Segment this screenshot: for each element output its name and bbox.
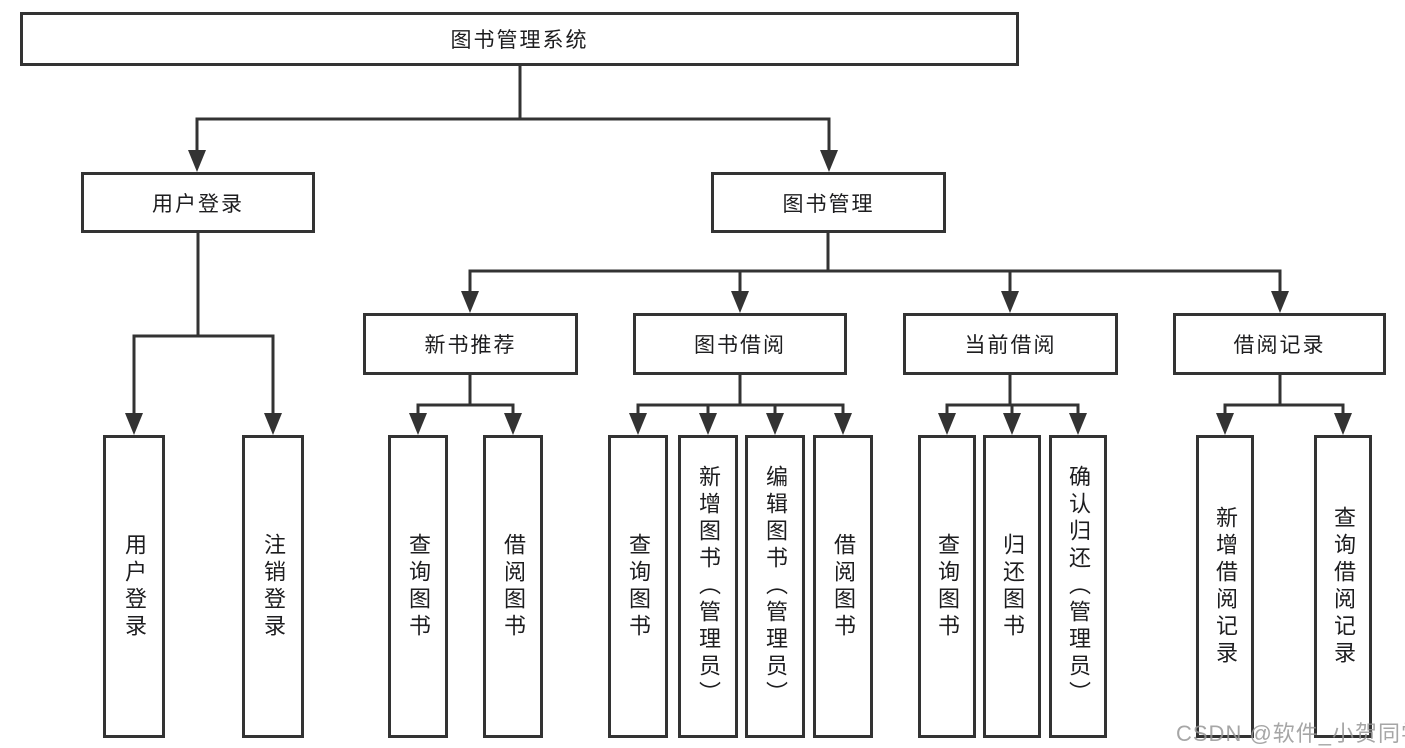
arrowhead [629,413,647,435]
connector-borrow-records-to-leaves [1216,374,1352,435]
leaf-add-book-admin: 新增图书（管理员） [678,435,738,738]
leaf-borrow-books-label: 借阅图书 [831,532,856,641]
arrowhead [938,413,956,435]
arrowhead [1216,413,1234,435]
leaf-query-books-borrow-label: 查询图书 [626,532,651,641]
arrowhead [1069,413,1087,435]
node-current-borrow-label: 当前借阅 [964,334,1057,357]
leaf-query-books-recommend: 查询图书 [388,435,448,738]
leaf-query-books-current-label: 查询图书 [935,532,960,641]
leaf-edit-book-admin-label: 编辑图书（管理员） [763,465,788,708]
leaf-add-borrow-record: 新增借阅记录 [1196,435,1254,738]
node-root: 图书管理系统 [20,12,1019,66]
node-user-login: 用户登录 [81,172,315,233]
node-current-borrow: 当前借阅 [903,313,1118,375]
connector-book-management-to-groups [461,231,1289,313]
arrowhead [699,413,717,435]
arrowhead [766,413,784,435]
leaf-return-book: 归还图书 [983,435,1041,738]
leaf-user-login-label: 用户登录 [122,532,147,641]
node-new-book-recommend-label: 新书推荐 [424,334,517,357]
connector-new-book-recommend-to-leaves [409,374,522,435]
leaf-confirm-return-admin: 确认归还（管理员） [1049,435,1107,738]
leaf-borrow-books-recommend: 借阅图书 [483,435,543,738]
leaf-logout-label: 注销登录 [261,532,286,641]
arrowhead [409,413,427,435]
leaf-query-books-borrow: 查询图书 [608,435,668,738]
arrowhead [188,150,206,172]
leaf-logout: 注销登录 [242,435,304,738]
arrowhead [461,291,479,313]
node-book-borrow-label: 图书借阅 [694,334,786,357]
leaf-borrow-books-recommend-label: 借阅图书 [501,532,526,641]
arrowhead [1003,413,1021,435]
node-root-label: 图书管理系统 [450,29,589,52]
leaf-confirm-return-admin-label: 确认归还（管理员） [1066,465,1091,708]
arrowhead [1334,413,1352,435]
arrowhead [125,413,143,435]
node-new-book-recommend: 新书推荐 [363,313,578,375]
leaf-add-borrow-record-label: 新增借阅记录 [1213,505,1238,668]
node-borrow-records: 借阅记录 [1173,313,1386,375]
connector-user-login-to-leaves [125,231,282,435]
leaf-add-book-admin-label: 新增图书（管理员） [696,465,721,708]
arrowhead [820,150,838,172]
arrowhead [1001,291,1019,313]
leaf-edit-book-admin: 编辑图书（管理员） [745,435,805,738]
node-book-management-label: 图书管理 [782,192,875,216]
leaf-query-books-current: 查询图书 [918,435,976,738]
leaf-query-borrow-record-label: 查询借阅记录 [1331,505,1356,668]
node-user-login-label: 用户登录 [152,192,244,216]
arrowhead [264,413,282,435]
node-book-management: 图书管理 [711,172,946,233]
node-book-borrow: 图书借阅 [633,313,847,375]
arrowhead [731,291,749,313]
node-borrow-records-label: 借阅记录 [1233,334,1326,357]
leaf-query-books-recommend-label: 查询图书 [406,532,431,641]
watermark: CSDN @软件_小贺同学 [1176,721,1405,746]
leaf-user-login: 用户登录 [103,435,165,738]
connector-root-to-level2 [188,65,838,172]
leaf-borrow-books: 借阅图书 [813,435,873,738]
connector-current-borrow-to-leaves [938,374,1087,435]
arrowhead [1271,291,1289,313]
arrowhead [504,413,522,435]
leaf-return-book-label: 归还图书 [1000,532,1025,641]
connector-book-borrow-to-leaves [629,374,852,435]
leaf-query-borrow-record: 查询借阅记录 [1314,435,1372,738]
arrowhead [834,413,852,435]
